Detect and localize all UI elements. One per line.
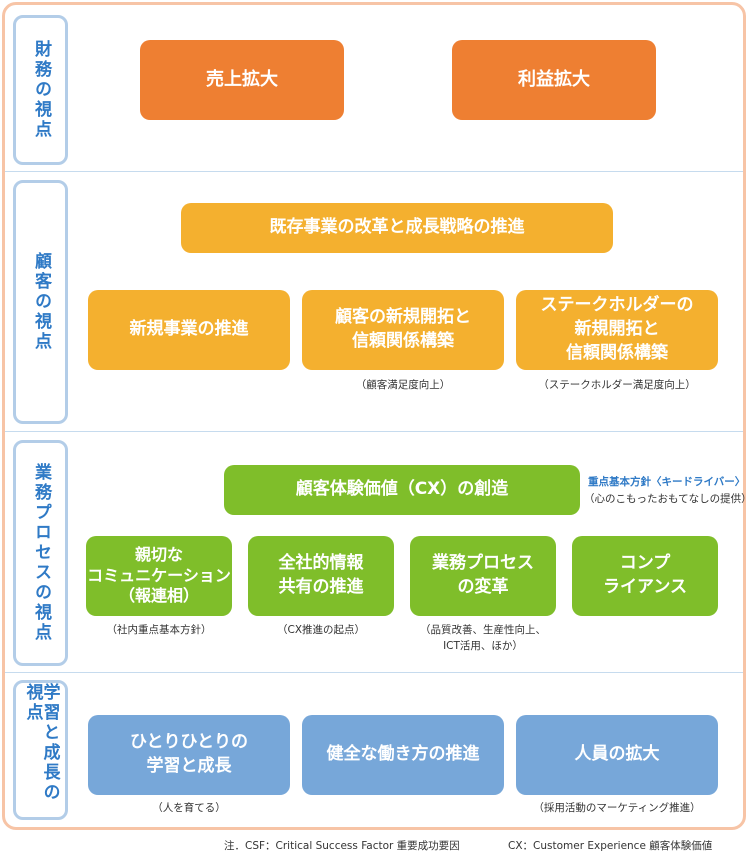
customer-perspective-label: 顧客の視点 bbox=[13, 180, 68, 424]
cx-creation-box: 顧客体験価値（CX）の創造 bbox=[224, 465, 580, 515]
csf-footnote: 注．CSF：Critical Success Factor 重要成功要因 bbox=[224, 840, 460, 852]
info-sharing-box: 全社的情報 共有の推進 bbox=[248, 536, 394, 616]
key-driver-subtitle: （心のこもったおもてなしの提供） bbox=[584, 493, 748, 505]
staff-expansion-box: 人員の拡大 bbox=[516, 715, 718, 795]
learning-perspective-label: 学習と成長の視点 bbox=[13, 680, 68, 820]
section-divider bbox=[5, 431, 743, 432]
process-perspective-text: 業務プロセスの視点 bbox=[31, 463, 51, 643]
process-reform-note: （品質改善、生産性向上、 ICT活用、ほか） bbox=[420, 624, 546, 652]
section-divider bbox=[5, 171, 743, 172]
develop-people-note: （人を育てる） bbox=[152, 802, 226, 814]
financial-perspective-text: 財務の視点 bbox=[31, 40, 51, 140]
cx-footnote: CX：Customer Experience 顧客体験価値 bbox=[508, 840, 713, 852]
customer-satisfaction-note: （顧客満足度向上） bbox=[355, 379, 451, 391]
learning-growth-box: ひとりひとりの 学習と成長 bbox=[88, 715, 290, 795]
recruiting-marketing-note: （採用活動のマーケティング推進） bbox=[533, 802, 701, 814]
customer-relations-box: 顧客の新規開拓と 信頼関係構築 bbox=[302, 290, 504, 370]
new-business-box: 新規事業の推進 bbox=[88, 290, 290, 370]
process-reform-box: 業務プロセス の変革 bbox=[410, 536, 556, 616]
compliance-box: コンプ ライアンス bbox=[572, 536, 718, 616]
financial-perspective-label: 財務の視点 bbox=[13, 15, 68, 165]
learning-perspective-text: 学習と成長の視点 bbox=[22, 683, 60, 803]
profit-expansion-box: 利益拡大 bbox=[452, 40, 656, 120]
business-reform-growth-box: 既存事業の改革と成長戦略の推進 bbox=[181, 203, 613, 253]
process-perspective-label: 業務プロセスの視点 bbox=[13, 440, 68, 666]
stakeholder-relations-box: ステークホルダーの 新規開拓と 信頼関係構築 bbox=[516, 290, 718, 370]
sales-expansion-box: 売上拡大 bbox=[140, 40, 344, 120]
section-divider bbox=[5, 672, 743, 673]
stakeholder-satisfaction-note: （ステークホルダー満足度向上） bbox=[538, 379, 696, 391]
customer-perspective-text: 顧客の視点 bbox=[31, 252, 51, 352]
diagram-frame bbox=[2, 2, 746, 830]
cx-starting-point-note: （CX推進の起点） bbox=[276, 624, 366, 636]
work-style-box: 健全な働き方の推進 bbox=[302, 715, 504, 795]
communication-box: 親切な コミュニケーション （報連相） bbox=[86, 536, 232, 616]
internal-policy-note: （社内重点基本方針） bbox=[106, 624, 212, 636]
key-driver-title: 重点基本方針〈キードライバー〉 bbox=[588, 476, 746, 488]
